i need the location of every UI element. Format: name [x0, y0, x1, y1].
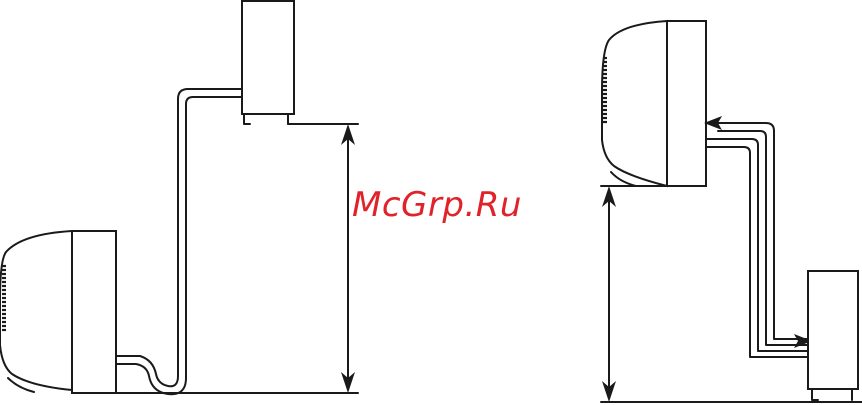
left-outdoor-unit-body: [242, 1, 294, 114]
right-outdoor-unit: [808, 271, 858, 400]
left-refrigerant-pipes: [116, 89, 242, 394]
left-outdoor-unit: [242, 1, 294, 124]
right-outdoor-unit-body: [808, 271, 858, 389]
right-diagram: [601, 21, 862, 402]
right-indoor-unit: [602, 21, 706, 186]
left-diagram: [0, 1, 358, 394]
left-height-arrow: [341, 124, 355, 393]
watermark-text: McGrp.Ru: [352, 185, 522, 225]
left-indoor-unit-front: [0, 231, 72, 390]
right-height-arrow: [602, 186, 616, 402]
left-indoor-unit: [0, 231, 116, 393]
left-outdoor-foot-left: [244, 114, 250, 124]
right-indoor-unit-back: [667, 21, 706, 186]
right-indoor-unit-front: [602, 21, 667, 186]
right-refrigerant-pipes: [704, 116, 812, 357]
left-indoor-unit-back: [72, 231, 116, 393]
right-outdoor-foot-left: [812, 389, 818, 400]
